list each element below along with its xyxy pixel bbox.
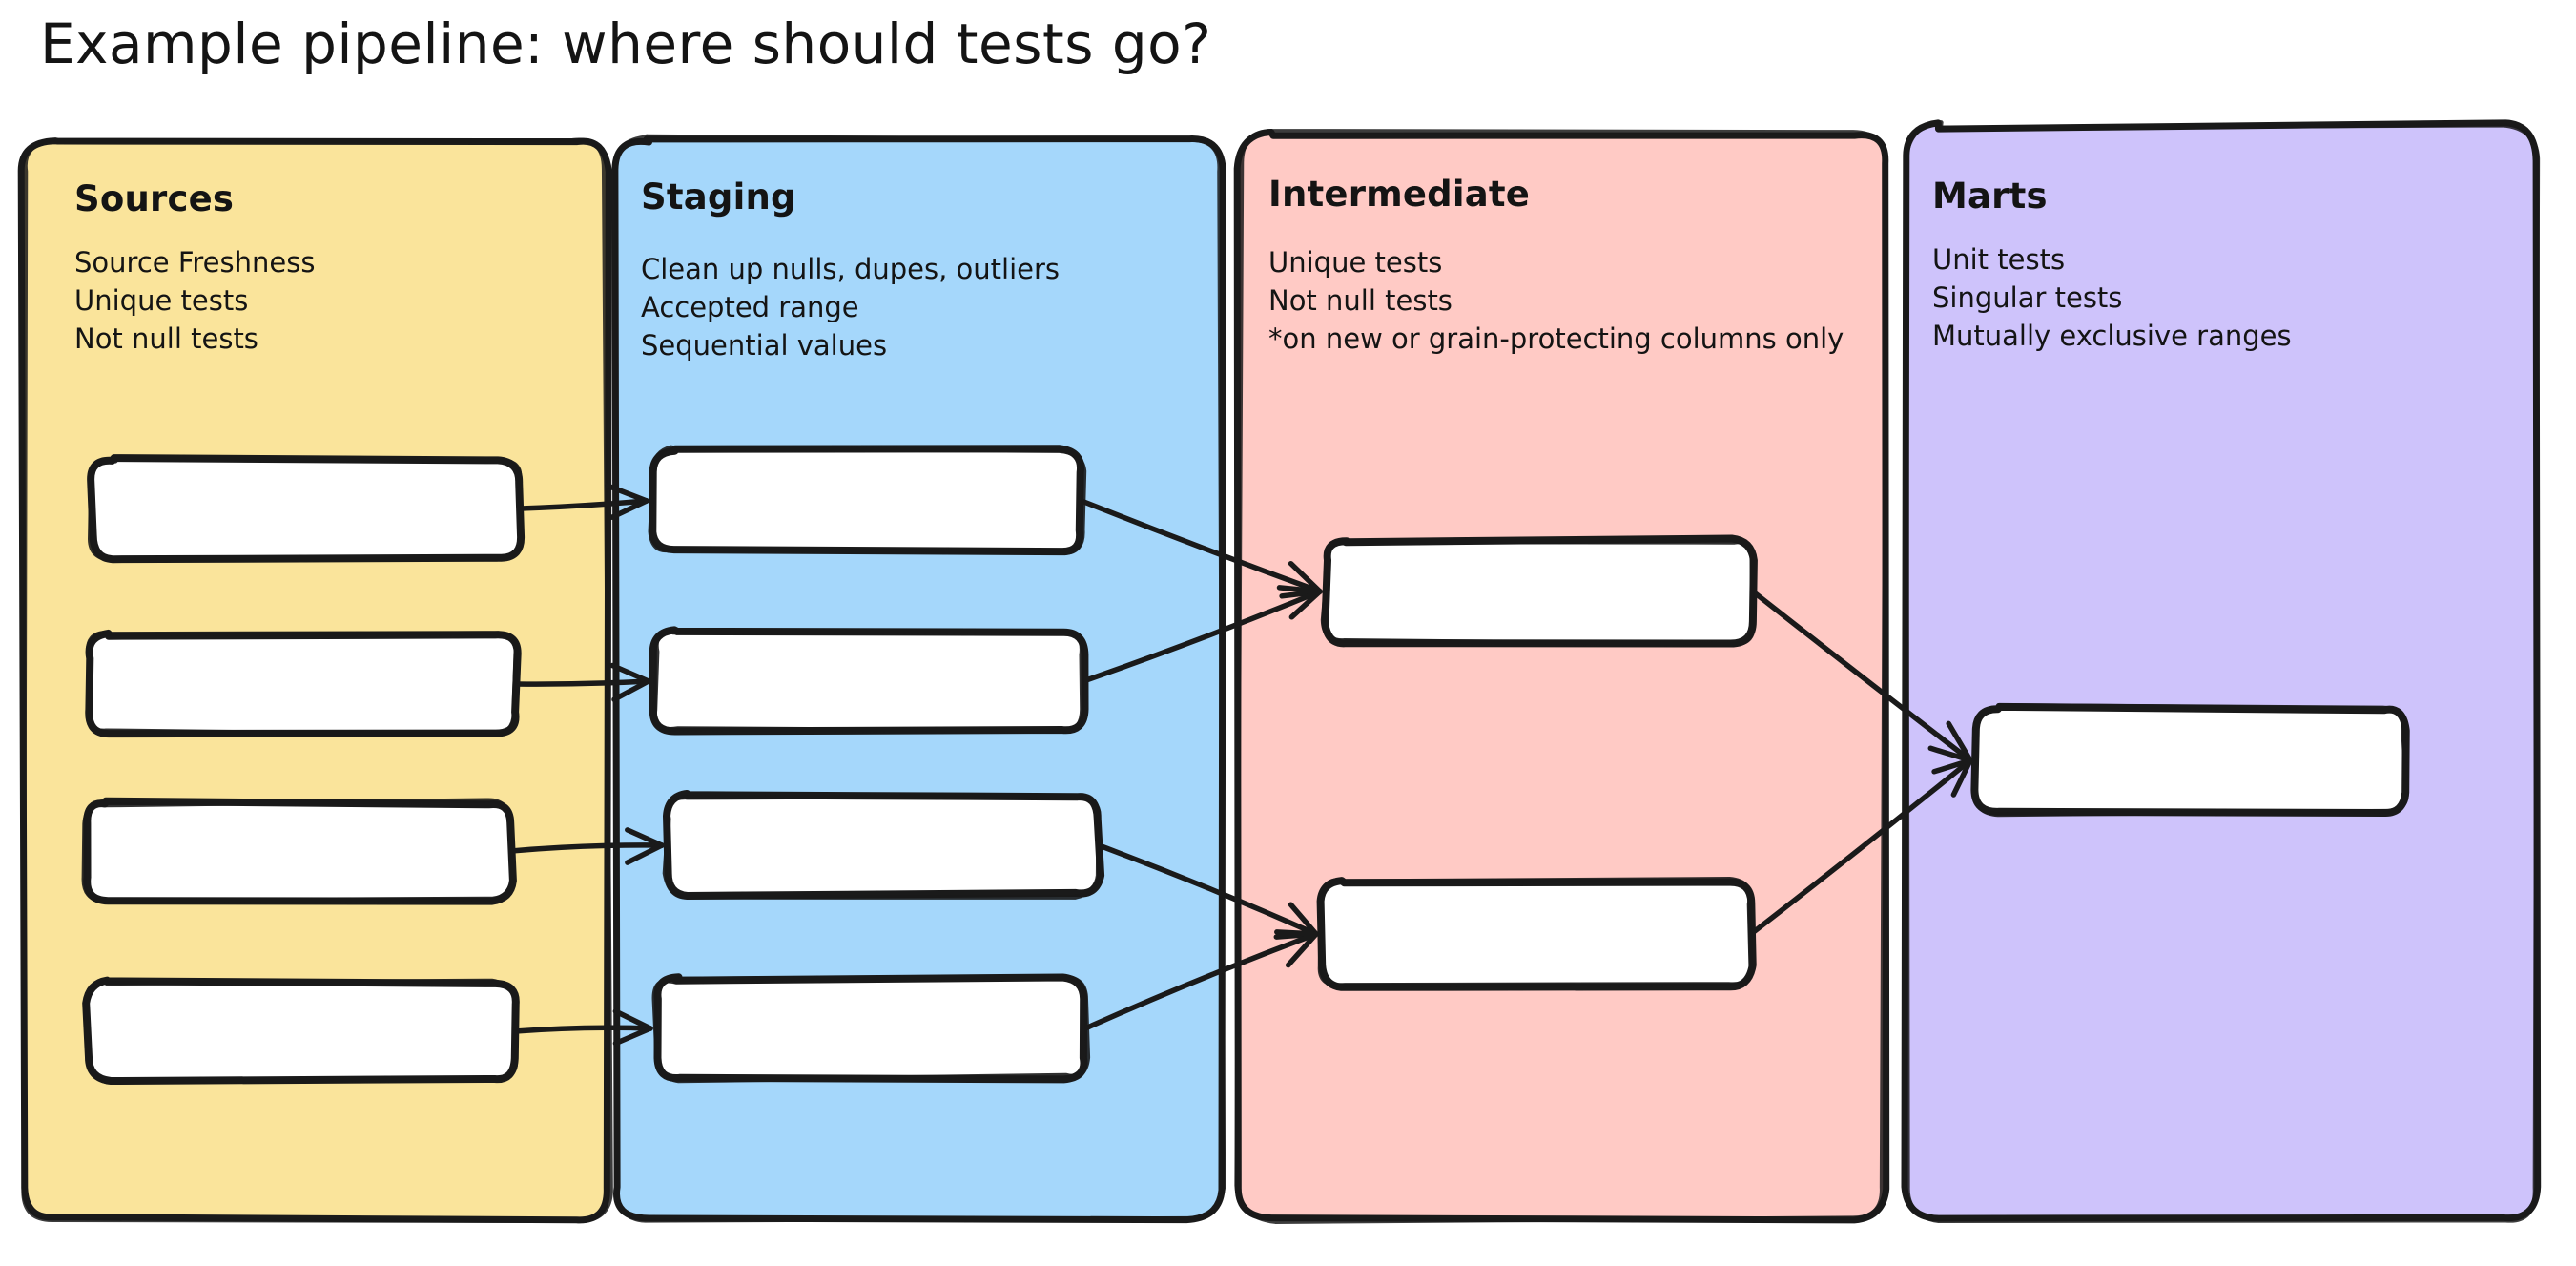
edge-stg-4-to-int-2 <box>1082 929 1319 1031</box>
panel-note-line: Not null tests <box>1268 284 1453 317</box>
panel-note-line: Accepted range <box>641 291 859 323</box>
node-box-stg-4[interactable] <box>651 973 1091 1084</box>
panel-note-line: Unique tests <box>74 284 249 317</box>
node-box-int-1[interactable] <box>1320 534 1758 648</box>
edge-int-2-to-mart-1 <box>1748 758 1973 937</box>
node-box-src-4[interactable] <box>82 976 520 1085</box>
edge-src-2-to-stg-2 <box>514 662 651 702</box>
panel-note-line: Unit tests <box>1932 243 2066 276</box>
panel-note-line: Singular tests <box>1932 281 2123 314</box>
node-box-mart-1[interactable] <box>1970 702 2410 818</box>
node-box-src-3[interactable] <box>81 797 517 905</box>
panel-marts[interactable] <box>1901 119 2542 1223</box>
panel-heading-intermediate: Intermediate <box>1268 174 1531 215</box>
panel-note-line: Unique tests <box>1268 246 1443 279</box>
panel-heading-marts: Marts <box>1932 176 2048 217</box>
edge-src-1-to-stg-1 <box>518 483 649 520</box>
panel-note-line: Mutually exclusive ranges <box>1932 320 2292 352</box>
panel-note-line: *on new or grain-protecting columns only <box>1268 322 1844 355</box>
node-box-stg-3[interactable] <box>662 790 1105 900</box>
panel-heading-sources: Sources <box>74 178 235 219</box>
node-box-src-1[interactable] <box>87 454 526 564</box>
node-box-int-2[interactable] <box>1316 877 1757 991</box>
panel-note-line: Source Freshness <box>74 246 316 279</box>
panel-note-line: Not null tests <box>74 322 258 355</box>
edge-stg-3-to-int-2 <box>1096 842 1319 940</box>
panel-note-line: Clean up nulls, dupes, outliers <box>641 253 1061 285</box>
node-box-stg-2[interactable] <box>649 626 1089 736</box>
edge-src-3-to-stg-3 <box>508 827 665 865</box>
edge-stg-1-to-int-1 <box>1079 498 1323 599</box>
edge-group <box>508 483 1973 1047</box>
edge-src-4-to-stg-4 <box>512 1008 653 1047</box>
page-title: Example pipeline: where should tests go? <box>40 11 1212 76</box>
node-box-src-2[interactable] <box>85 629 522 738</box>
panel-heading-staging: Staging <box>641 176 796 218</box>
panel-note-line: Sequential values <box>641 329 888 362</box>
edge-stg-2-to-int-1 <box>1081 585 1323 684</box>
node-box-stg-1[interactable] <box>648 445 1087 556</box>
edge-int-1-to-mart-1 <box>1750 589 1973 763</box>
